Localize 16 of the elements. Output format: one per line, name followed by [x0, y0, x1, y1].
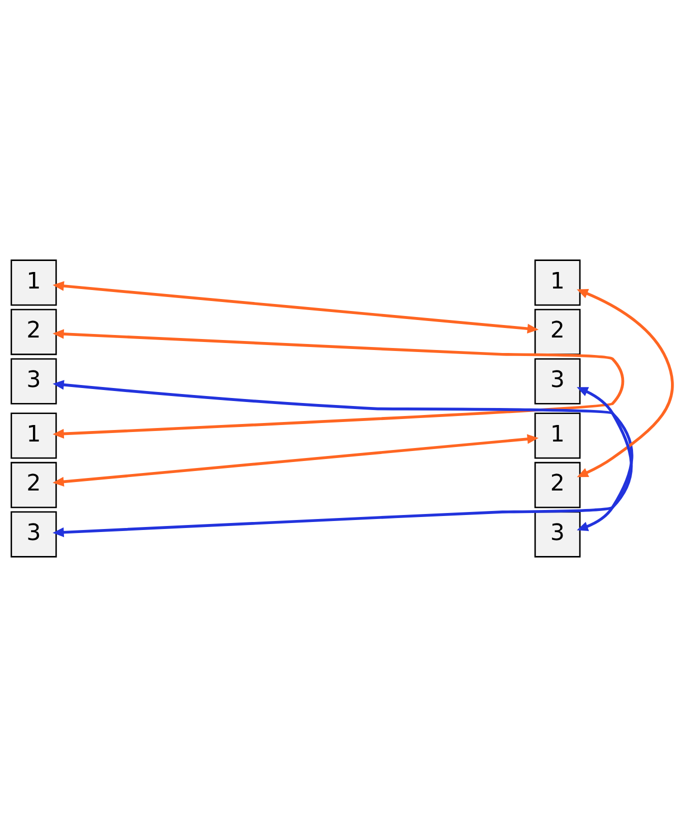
node-box: 3	[10, 358, 57, 404]
node-box: 3	[10, 510, 57, 557]
node-box: 1	[534, 259, 581, 306]
arrow	[52, 280, 539, 334]
arrow	[576, 288, 674, 477]
node-box: 1	[10, 412, 57, 458]
node-box: 1	[10, 259, 57, 306]
node-box: 3	[534, 510, 581, 557]
node-box: 1	[534, 412, 581, 458]
arrow	[52, 328, 624, 438]
node-box: 2	[534, 461, 581, 508]
node-box: 2	[10, 308, 57, 355]
node-box: 3	[534, 358, 581, 404]
node-box: 2	[10, 461, 57, 508]
node-box: 2	[534, 308, 581, 355]
arrow	[52, 434, 539, 486]
